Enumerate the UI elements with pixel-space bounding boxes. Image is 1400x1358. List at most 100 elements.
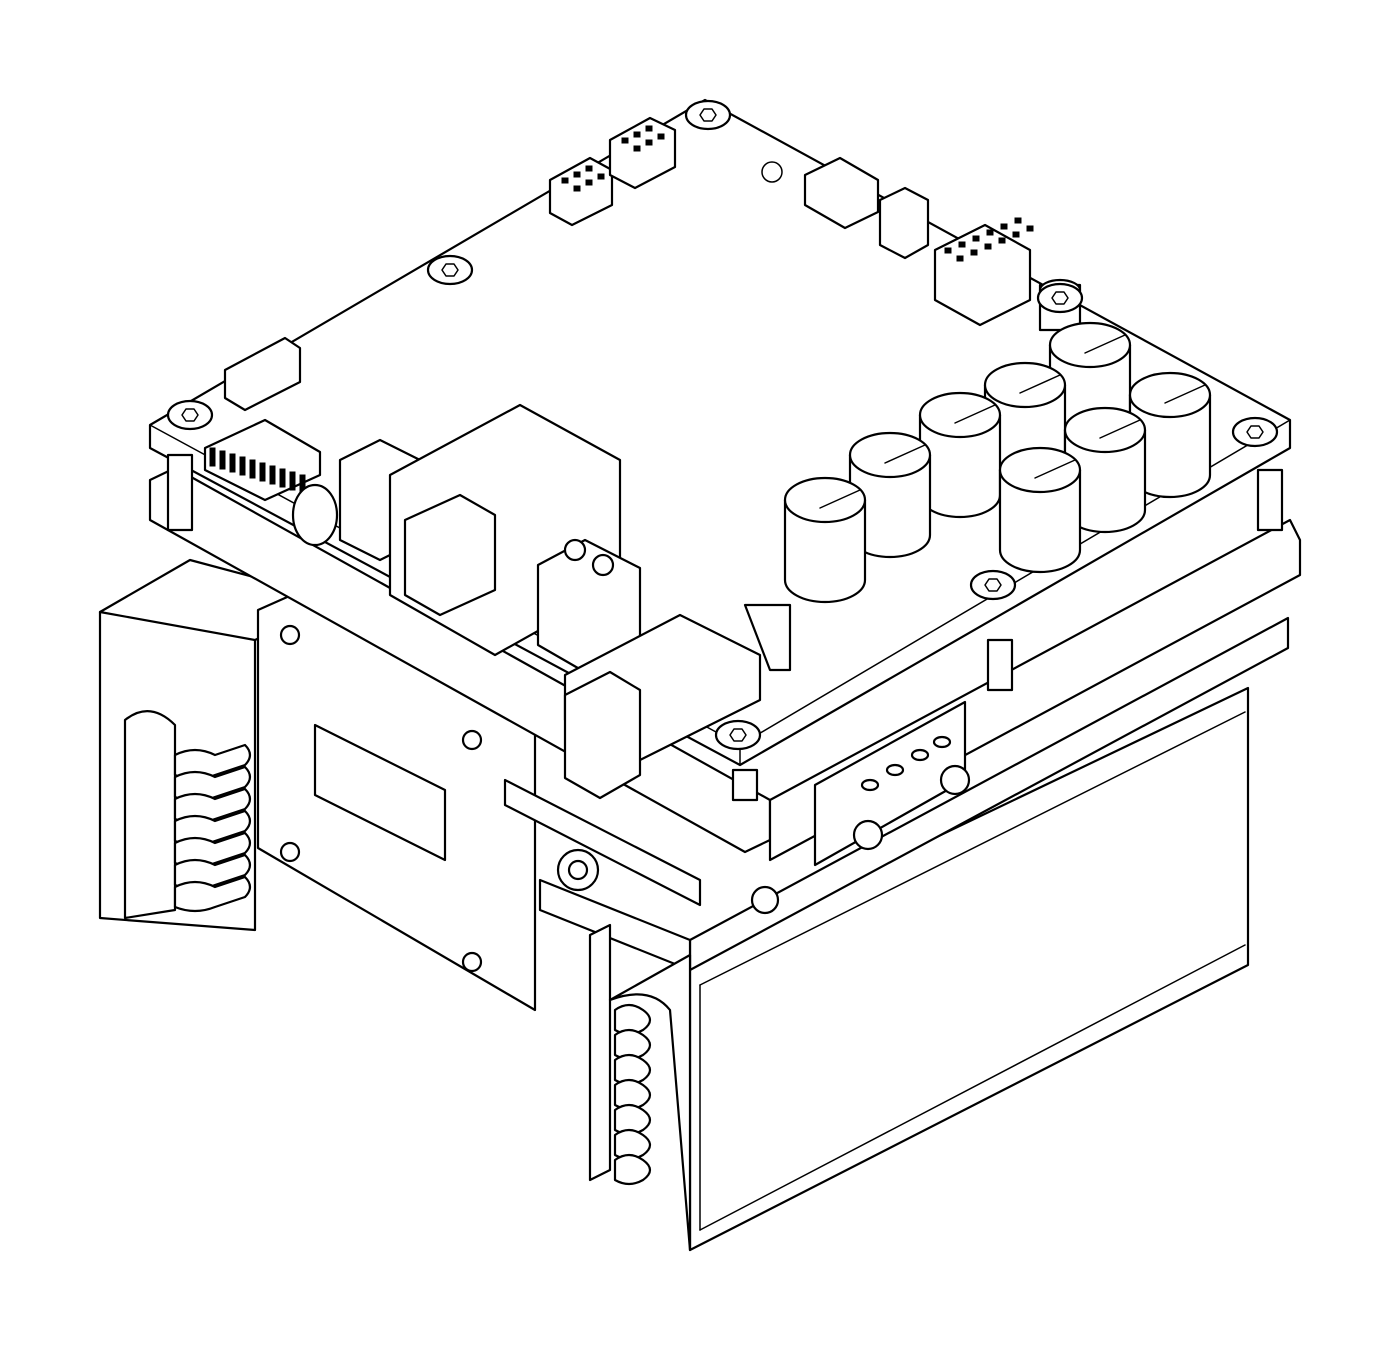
capacitor-top [783, 476, 867, 524]
left-heatsink-block [98, 558, 342, 932]
pin-header-2x6 [933, 223, 1032, 327]
power-connector-plug [563, 670, 642, 800]
capacitor-vent [884, 444, 926, 464]
capacitor-vent [1084, 334, 1126, 354]
left-block-fin [173, 875, 252, 913]
hex-socket [699, 108, 717, 122]
socket-head-screw [969, 569, 1017, 601]
header-pin-hole [970, 249, 978, 256]
header-pin-hole [621, 137, 629, 144]
header-pin-hole [597, 173, 605, 180]
socket-head-screw [426, 254, 474, 286]
capacitor-body [783, 498, 867, 604]
terminal-strip-pin [229, 453, 236, 473]
bracket-hole-top-right [461, 729, 483, 751]
header-pin-hole [645, 125, 653, 132]
side-screw-head [750, 885, 780, 915]
side-pin [910, 748, 930, 762]
power-connector-latch [743, 603, 792, 672]
terminal-strip-pin [289, 471, 296, 491]
side-pin [860, 778, 880, 792]
socket-head-screw [714, 719, 762, 751]
header-pin-hole [1026, 225, 1034, 232]
side-pin [932, 735, 952, 749]
heatsink-front-face [688, 686, 1250, 1252]
socket-head-screw [684, 99, 732, 131]
left-block-fins [173, 743, 252, 913]
capacitor-body [998, 468, 1082, 574]
pin-header-2x3 [548, 156, 614, 227]
header-pin-hole [1014, 217, 1022, 224]
socket-head-screw [166, 399, 214, 431]
heatsink-bottom-edge [699, 944, 1246, 1231]
capacitor-top [983, 361, 1067, 409]
header-pin-hole [585, 165, 593, 172]
header-pin-hole [573, 185, 581, 192]
header-pin-hole [645, 139, 653, 146]
capacitor-top [1063, 406, 1147, 454]
jst-connector [803, 156, 880, 230]
capacitor-vent [1019, 374, 1061, 394]
header-pin-hole [972, 235, 980, 242]
electrolytic-capacitor-bank [783, 321, 1212, 604]
header-pin-hole [633, 145, 641, 152]
bracket-hole-top-left [279, 624, 301, 646]
heatsink-fin [613, 1153, 652, 1186]
pcb-mounting-hole [761, 161, 783, 183]
header-pin-holes [561, 125, 1034, 262]
terminal-strip-pin [219, 450, 226, 470]
header-pin-hole [944, 247, 952, 254]
capacitor-top [848, 431, 932, 479]
terminal-strip-pin [269, 465, 276, 485]
terminal-strip-pin [249, 459, 256, 479]
hex-socket [1246, 425, 1264, 439]
header-pin-hole [633, 131, 641, 138]
heatsink [538, 616, 1290, 1252]
header-pin-hole [986, 229, 994, 236]
capacitor-top [1128, 371, 1212, 419]
heatsink-top-edge [699, 711, 1246, 986]
header-pin-hole [573, 171, 581, 178]
terminal-screw [591, 553, 615, 577]
front-hex-nut-bore [567, 859, 589, 881]
hex-standoff [731, 768, 759, 802]
header-pin-hole [1000, 223, 1008, 230]
heatsink-fin-slot [608, 953, 692, 1252]
rj45-port [403, 493, 497, 617]
capacitor-top [918, 391, 1002, 439]
terminal-strip-pin [279, 468, 286, 488]
heatsink-rail-end [538, 878, 692, 972]
capacitor-vent [1164, 384, 1206, 404]
terminal-screw [563, 538, 587, 562]
heatsink-fin-column [588, 923, 612, 1182]
header-pin-hole [956, 255, 964, 262]
header-pin-hole [585, 179, 593, 186]
heatsink-fins [613, 1003, 652, 1186]
capacitor-top [1048, 321, 1132, 369]
jst-connector [223, 336, 302, 412]
socket-head-screw [1036, 282, 1084, 314]
header-pin-hole [657, 133, 665, 140]
hex-socket [441, 263, 459, 277]
side-pin [885, 763, 905, 777]
header-pin-hole [1012, 231, 1020, 238]
terminal-strip-pin [259, 462, 266, 482]
bracket-window [313, 723, 447, 862]
side-connector-pins [860, 735, 952, 792]
hex-standoff [1256, 468, 1284, 532]
header-pin-hole [958, 241, 966, 248]
left-block-slot [123, 710, 177, 920]
capacitor-vent [819, 489, 861, 509]
front-connectors [203, 403, 792, 800]
side-screw-head [939, 764, 971, 796]
socket-head-screw [1231, 416, 1279, 448]
hex-socket [729, 728, 747, 742]
barrel-jack-opening [291, 483, 339, 547]
hex-standoff [166, 453, 194, 532]
hex-socket [984, 578, 1002, 592]
base-frame-lip [503, 778, 702, 907]
header-pin-hole [984, 243, 992, 250]
socket-head-screws [166, 99, 1279, 751]
capacitor-vent [1099, 419, 1141, 439]
